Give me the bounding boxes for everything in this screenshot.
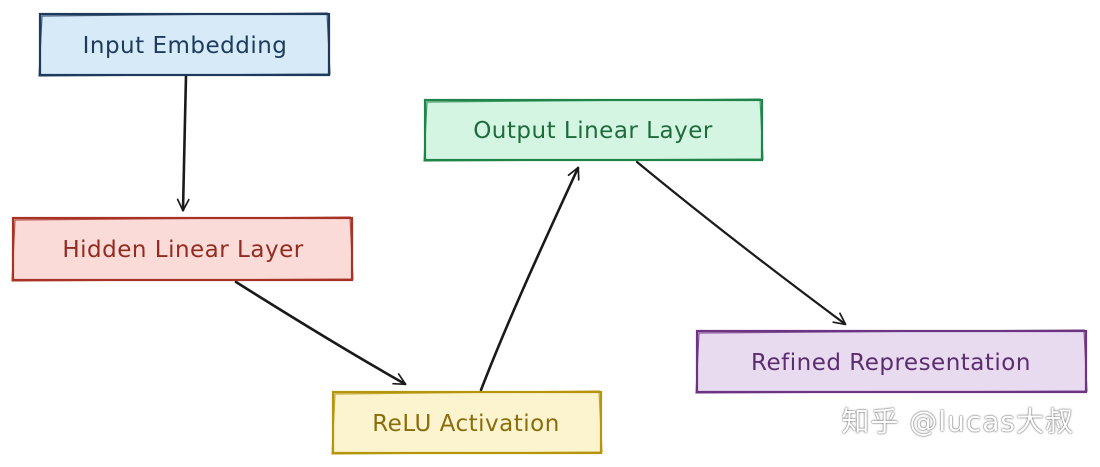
edge-input-to-hidden [176, 74, 190, 212]
node-label: Hidden Linear Layer [62, 237, 303, 263]
edge-hidden-to-relu [234, 280, 407, 386]
watermark: 知乎 @lucas大叔 [841, 405, 1074, 438]
edge-relu-to-output [479, 166, 580, 392]
node-label: Output Linear Layer [473, 118, 713, 144]
node-refined-representation[interactable]: Refined Representation [695, 329, 1088, 394]
node-input-embedding[interactable]: Input Embedding [38, 12, 331, 77]
edge-output-to-refined [635, 160, 847, 326]
node-label: ReLU Activation [372, 411, 560, 437]
sketch-edge [423, 98, 764, 162]
node-label: Input Embedding [83, 33, 288, 59]
node-output-linear-layer[interactable]: Output Linear Layer [423, 98, 764, 162]
sketch-edge [11, 216, 354, 282]
sketch-edge [695, 329, 1088, 394]
node-relu-activation[interactable]: ReLU Activation [331, 390, 603, 455]
edges [176, 74, 847, 392]
node-box [38, 12, 331, 77]
sketch-edge [331, 390, 603, 455]
node-label: Refined Representation [751, 350, 1031, 376]
sketch-edge [38, 12, 331, 77]
node-hidden-linear-layer[interactable]: Hidden Linear Layer [11, 216, 354, 282]
